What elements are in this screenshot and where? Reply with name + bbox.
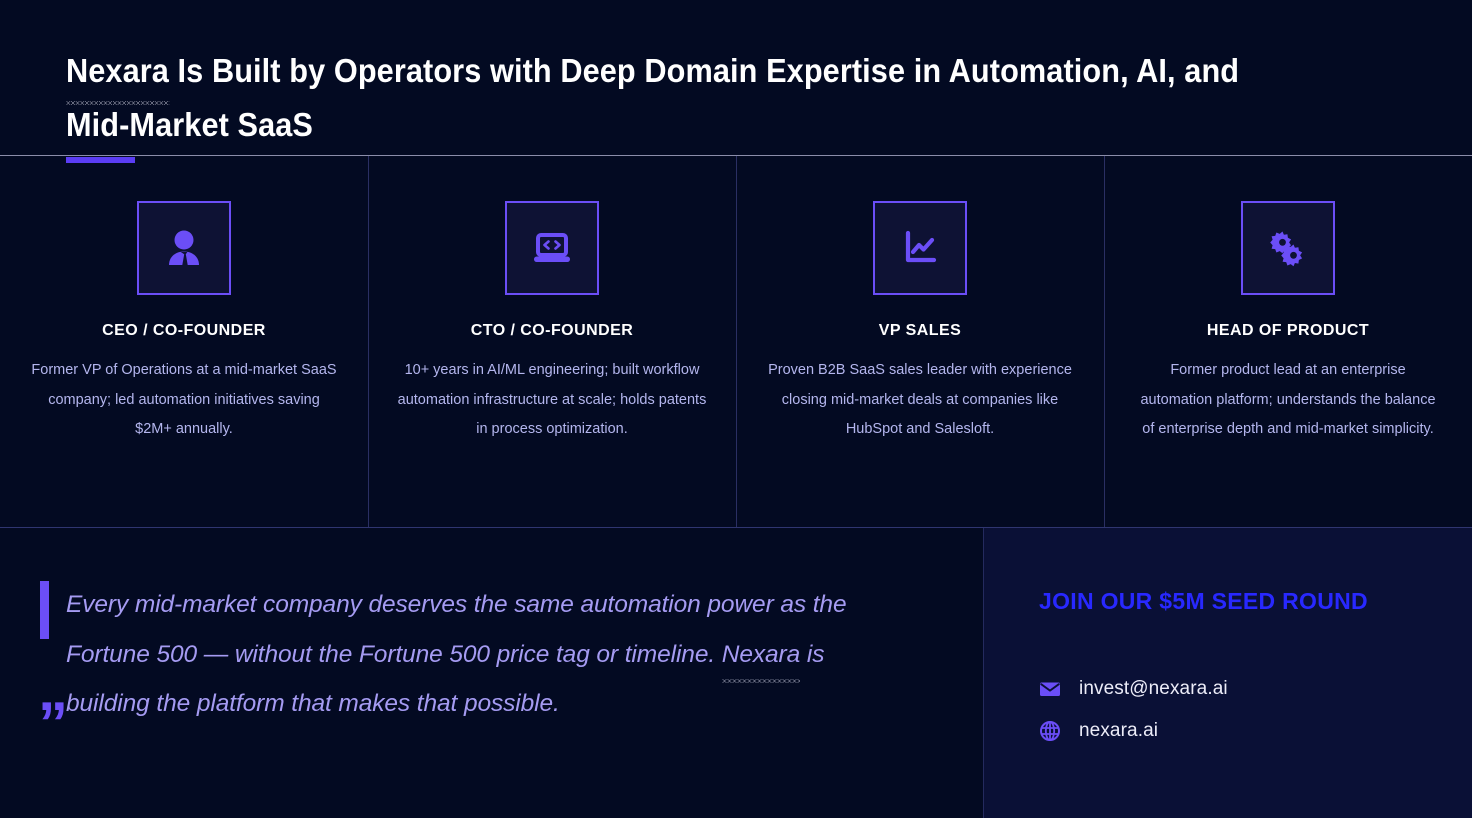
team-card: VP SALES Proven B2B SaaS sales leader wi…: [736, 156, 1104, 527]
page-title-line1-rest: Is Built by Operators with Deep Domain E…: [168, 52, 1240, 89]
team-role: CEO / CO-FOUNDER: [102, 322, 266, 339]
email-icon: [1040, 682, 1060, 696]
quote-mark-icon: ”: [38, 690, 68, 757]
header-divider: [0, 155, 1472, 156]
cta-title: JOIN OUR $5M SEED ROUND: [1039, 588, 1368, 614]
contact-row-email[interactable]: invest@nexara.ai: [1039, 678, 1472, 700]
team-card: HEAD OF PRODUCT Former product lead at a…: [1104, 156, 1472, 527]
cta-panel: JOIN OUR $5M SEED ROUND invest@nexara.ai: [983, 528, 1472, 818]
quote-brand-misspelled: Nexara: [721, 630, 801, 683]
accent-bar: [66, 157, 135, 163]
business-person-icon: [137, 201, 231, 295]
team-bio: Proven B2B SaaS sales leader with experi…: [768, 362, 1072, 437]
brand-name-misspelled: Nexara: [66, 44, 169, 105]
team-bio: Former VP of Operations at a mid-market …: [31, 362, 337, 437]
quote-part-2: is building the platform that makes that…: [66, 640, 825, 718]
section-divider: [0, 527, 1472, 528]
laptop-code-icon: [505, 201, 599, 295]
contact-row-website[interactable]: nexara.ai: [1039, 720, 1472, 742]
quote-text: Every mid-market company deserves the sa…: [66, 580, 913, 729]
team-bio: 10+ years in AI/ML engineering; built wo…: [397, 362, 707, 437]
team-card: CEO / CO-FOUNDER Former VP of Operations…: [0, 156, 368, 527]
page-title: Nexara Is Built by Operators with Deep D…: [66, 44, 1312, 152]
contact-website-value: nexara.ai: [1079, 720, 1159, 741]
contact-email-value: invest@nexara.ai: [1079, 678, 1228, 699]
quote-panel: ” Every mid-market company deserves the …: [0, 528, 983, 818]
team-role: HEAD OF PRODUCT: [1206, 322, 1370, 339]
line-chart-icon: [873, 201, 967, 295]
bottom-section: ” Every mid-market company deserves the …: [0, 528, 1472, 818]
quote-part-1: Every mid-market company deserves the sa…: [66, 591, 847, 668]
team-role: VP SALES: [878, 322, 962, 339]
team-card-grid: CEO / CO-FOUNDER Former VP of Operations…: [0, 156, 1472, 527]
team-card: CTO / CO-FOUNDER 10+ years in AI/ML engi…: [368, 156, 736, 527]
gears-icon: [1241, 201, 1335, 295]
team-bio: Former product lead at an enterprise aut…: [1140, 362, 1436, 437]
page-title-line2: Mid-Market SaaS: [66, 106, 314, 143]
quote-accent-bar: [40, 581, 49, 639]
team-role: CTO / CO-FOUNDER: [470, 322, 634, 339]
globe-icon: [1040, 721, 1060, 741]
contact-list: invest@nexara.ai nexara.ai: [1039, 678, 1472, 742]
header: Nexara Is Built by Operators with Deep D…: [0, 0, 1472, 155]
